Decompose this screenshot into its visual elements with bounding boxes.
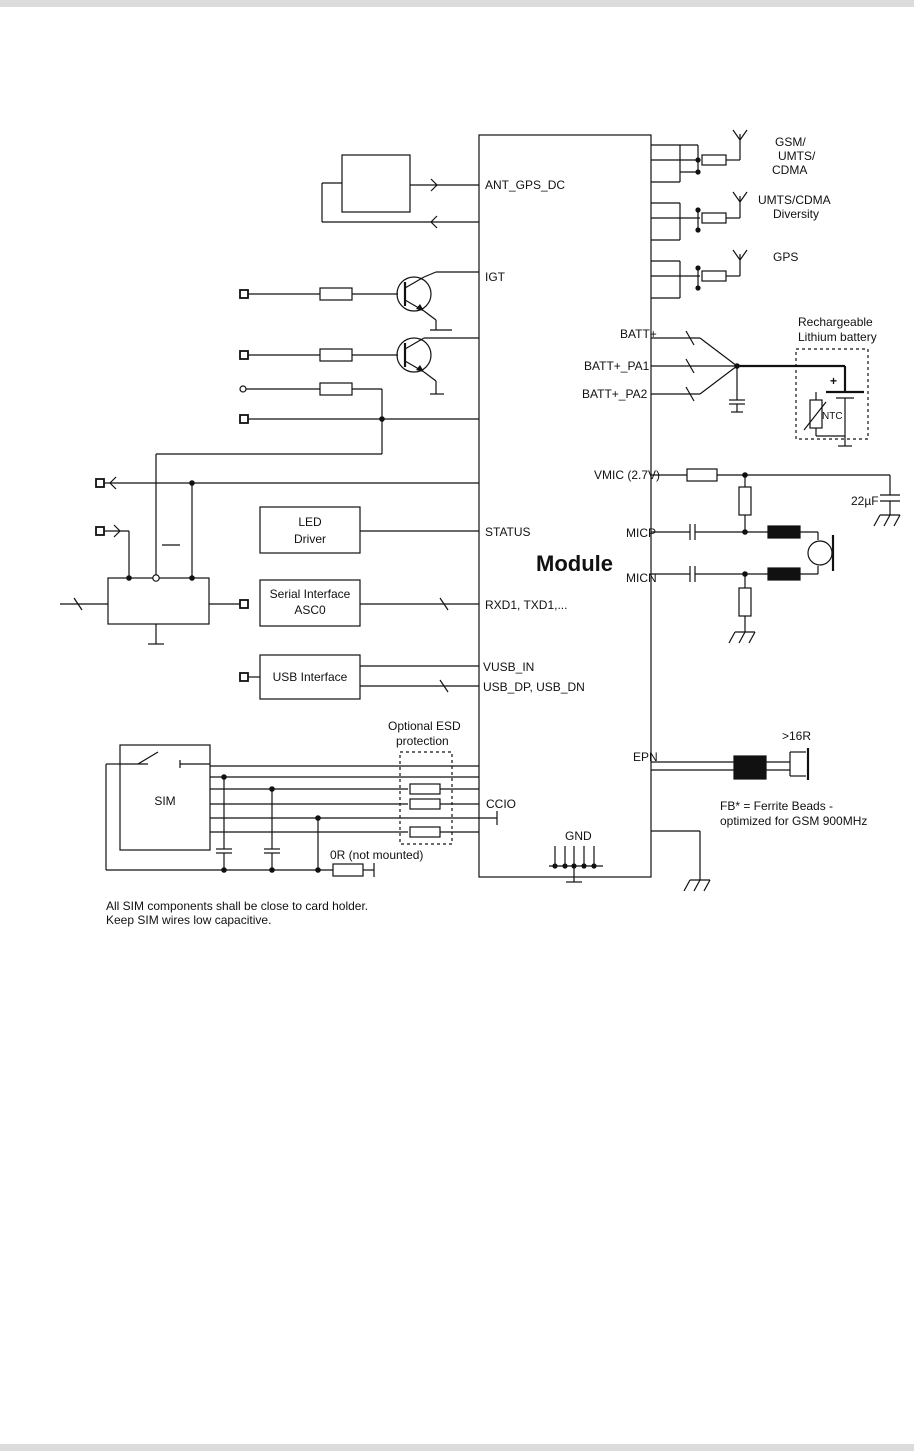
pin-epn: EPN xyxy=(633,750,658,764)
esd-dashed-box xyxy=(399,751,453,845)
pin-batt-pa1: BATT+_PA1 xyxy=(584,359,650,373)
antenna-gsm xyxy=(651,129,748,183)
sim-wires xyxy=(106,765,498,877)
pin-usb-dp-dn: USB_DP, USB_DN xyxy=(483,680,585,694)
status-output-lines xyxy=(95,476,479,578)
battery-label-2: Lithium battery xyxy=(798,330,877,344)
sim-note-1: All SIM components shall be close to car… xyxy=(106,899,368,913)
esd-label-1: Optional ESD xyxy=(388,719,461,733)
capacitor-22uf-label: 22µF xyxy=(851,494,879,508)
ferrite-note-2: optimized for GSM 900MHz xyxy=(720,814,867,828)
igt-transistor-1 xyxy=(239,271,479,331)
gnd-connections xyxy=(549,846,603,883)
pin-igt: IGT xyxy=(485,270,506,284)
sim-switch xyxy=(105,751,210,870)
antenna-gsm-label-1: GSM/ xyxy=(775,135,806,149)
sim-label: SIM xyxy=(154,794,175,808)
antenna-gps-label: GPS xyxy=(773,250,798,264)
module-right-ground xyxy=(651,830,711,892)
serial-wire xyxy=(360,597,479,611)
module-label: Module xyxy=(536,551,613,576)
sim-note-2: Keep SIM wires low capacitive. xyxy=(106,913,271,927)
module-body xyxy=(478,134,652,878)
control-box xyxy=(60,574,240,645)
battery-dashed-box xyxy=(795,348,869,440)
serial-interface-label-1: Serial Interface xyxy=(270,587,351,601)
microphone-circuit xyxy=(651,468,901,644)
antenna-diversity xyxy=(651,191,748,241)
antenna-diversity-label-1: UMTS/CDMA xyxy=(758,193,831,207)
igt-transistor-2 xyxy=(239,337,479,395)
reset-input-lines xyxy=(155,382,479,575)
speaker-label: >16R xyxy=(782,729,811,743)
ferrite-note-1: FB* = Ferrite Beads - xyxy=(720,799,833,813)
led-driver-block xyxy=(259,506,361,554)
antenna-gsm-label-3: CDMA xyxy=(772,163,807,177)
usb-interface-block xyxy=(259,654,361,700)
pin-rxd-txd: RXD1, TXD1,... xyxy=(485,598,567,612)
led-driver-label-2: Driver xyxy=(294,532,326,546)
serial-interface-label-2: ASC0 xyxy=(294,603,326,617)
battery-label-1: Rechargeable xyxy=(798,315,873,329)
battery-cell xyxy=(803,390,864,447)
usb-interface-label: USB Interface xyxy=(273,670,348,684)
pin-vusb-in: VUSB_IN xyxy=(483,660,534,674)
battery-plus-label: + xyxy=(830,374,837,388)
top-border-bar xyxy=(0,0,914,7)
usb-terminal xyxy=(239,672,249,682)
pin-batt-pa2: BATT+_PA2 xyxy=(582,387,648,401)
ntc-label: NTC xyxy=(822,411,843,422)
speaker-circuit xyxy=(651,748,810,780)
bottom-border-bar xyxy=(0,1444,914,1451)
sim-card-holder xyxy=(119,744,211,851)
antenna-diversity-label-2: Diversity xyxy=(773,207,819,221)
serial-interface-block xyxy=(259,579,361,627)
pin-ant-gps-dc: ANT_GPS_DC xyxy=(485,178,565,192)
esd-label-2: protection xyxy=(396,734,449,748)
gps-dc-block xyxy=(321,154,479,229)
pin-micn: MICN xyxy=(626,571,657,585)
pin-batt-plus: BATT+ xyxy=(620,327,657,341)
zero-ohm-label: 0R (not mounted) xyxy=(330,848,423,862)
pin-micp: MICP xyxy=(626,526,656,540)
battery-wiring xyxy=(651,330,847,413)
serial-terminal xyxy=(239,599,249,609)
pin-gnd: GND xyxy=(565,829,592,843)
antenna-gps xyxy=(651,249,748,299)
pin-ccio: CCIO xyxy=(486,797,516,811)
usb-wires xyxy=(360,665,479,693)
pin-status: STATUS xyxy=(485,525,531,539)
pin-vmic: VMIC (2.7V) xyxy=(594,468,660,482)
antenna-gsm-label-2: UMTS/ xyxy=(778,149,816,163)
led-driver-label-1: LED xyxy=(298,515,322,529)
